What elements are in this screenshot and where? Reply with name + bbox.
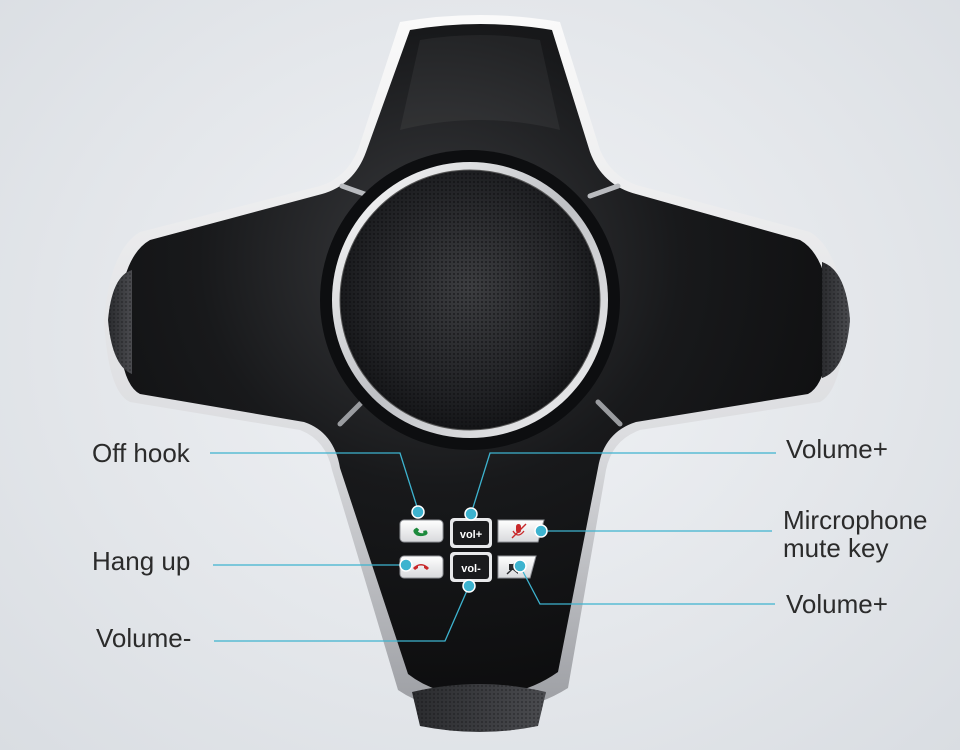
bottom-grille [412,684,546,732]
mic-mute-icon [511,523,527,539]
volume-plus-top-label: Volume+ [786,434,888,464]
volume-plus-top-leader [470,452,776,515]
vol-up-label: vol+ [460,529,482,541]
arm-seam-bottom-left [337,399,365,427]
mic-mute-label-line1: Mircrophone [783,505,928,535]
volume-down-button[interactable]: vol- [450,552,492,582]
volume-plus-bottom-label: Volume+ [786,589,888,619]
leader-lines [210,452,776,642]
mic-mute-button[interactable] [497,519,545,543]
mic-mute-label: Mircrophone mute key [783,506,928,562]
central-speaker [320,150,620,450]
off-hook-button[interactable] [399,519,444,543]
left-side-grille [108,270,132,374]
mic-mute-label-line2: mute key [783,533,889,563]
mic-mute-dot [534,524,548,538]
hang-up-dot [399,558,413,572]
hang-up-label: Hang up [92,546,191,576]
phone-hangup-icon [413,564,429,570]
off-hook-leader [210,452,419,511]
volume-minus-dot [462,579,476,593]
leader-dots [399,505,548,593]
off-hook-label: Off hook [92,438,190,468]
volume-plus-top-dot [464,507,478,521]
top-arm-sheen [400,35,560,130]
volume-minus-label: Volume- [96,623,192,653]
volume-plus-bottom-leader [519,565,775,605]
arm-seam-top-right [587,183,621,199]
phone-offhook-icon [413,527,428,537]
vol-down-label: vol- [461,563,481,575]
volume-plus-bottom-dot [513,559,527,573]
volume-minus-leader [214,585,470,642]
arm-seam-bottom-right [595,399,623,427]
volume-up-button[interactable]: vol+ [450,518,492,548]
right-side-grille [822,262,850,378]
off-hook-dot [411,505,425,519]
